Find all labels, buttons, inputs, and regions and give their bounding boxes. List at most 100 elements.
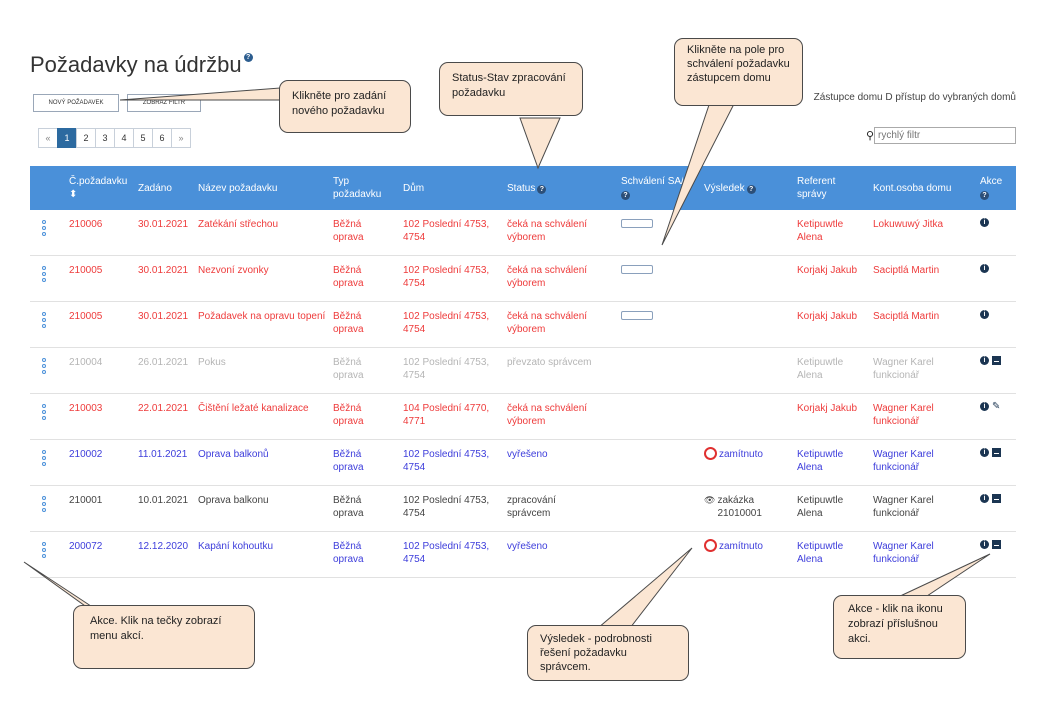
info-icon[interactable]: i (980, 356, 989, 365)
row-menu-dots-icon[interactable] (42, 358, 47, 376)
row-actions: i (980, 218, 989, 227)
row-actions: i (980, 310, 989, 319)
help-icon[interactable]: ? (243, 52, 253, 62)
info-icon[interactable]: i (980, 264, 989, 273)
cell-name[interactable]: Zatékání střechou (198, 219, 279, 230)
cell-name[interactable]: Čištění ležaté kanalizace (198, 403, 309, 414)
col-manager-label: Referent správy (797, 176, 836, 200)
cell-type: Běžná oprava (333, 219, 364, 243)
cell-id[interactable]: 200072 (69, 541, 103, 552)
col-name: Název požadavku (198, 166, 278, 210)
info-icon[interactable]: i (980, 448, 989, 457)
row-menu-dots-icon[interactable] (42, 266, 47, 284)
cell-name[interactable]: Nezvoní zvonky (198, 265, 269, 276)
cell-name[interactable]: Oprava balkonu (198, 495, 269, 506)
row-actions: i (980, 264, 989, 273)
cell-id[interactable]: 210001 (69, 495, 103, 506)
help-icon[interactable]: ? (537, 184, 547, 194)
col-date: Zadáno (138, 166, 172, 210)
cell-status: převzato správcem (507, 357, 592, 368)
access-info: Zástupce domu D přístup do vybraných dom… (813, 92, 1016, 103)
col-id[interactable]: Č.požadavku⬍ (69, 166, 127, 210)
document-icon[interactable] (992, 356, 1001, 365)
callout-actions-menu: Akce. Klik na tečky zobrazí menu akcí. (73, 605, 255, 669)
cell-type: Běžná oprava (333, 265, 364, 289)
row-menu-dots-icon[interactable] (42, 404, 47, 422)
cell-status: čeká na schválení výborem (507, 265, 588, 289)
cell-date: 30.01.2021 (138, 219, 189, 230)
callout-pointer (119, 87, 283, 101)
row-actions: i (980, 540, 1001, 549)
callout-pointer (661, 101, 736, 246)
cell-status: čeká na schválení výborem (507, 311, 588, 335)
cell-id[interactable]: 210004 (69, 357, 103, 368)
col-actions-label: Akce (980, 176, 1003, 187)
pagination-next[interactable]: » (171, 128, 191, 148)
callout-approval: Klikněte na pole pro schválení požadavku… (674, 38, 803, 106)
sort-icon[interactable]: ⬍ (69, 189, 78, 200)
result-text: zamítnuto (719, 449, 763, 460)
cell-date: 22.01.2021 (138, 403, 189, 414)
row-menu-dots-icon[interactable] (42, 450, 47, 468)
info-icon[interactable]: i (980, 494, 989, 503)
info-icon[interactable]: i (980, 218, 989, 227)
row-menu-dots-icon[interactable] (42, 220, 47, 238)
table-row[interactable]: 210005 30.01.2021 Požadavek na opravu tope… (30, 302, 1016, 348)
col-result: Výsledek? (704, 166, 756, 210)
callout-new-request: Klikněte pro zadání nového požadavku (279, 80, 411, 133)
cell-name[interactable]: Oprava balkonů (198, 449, 269, 460)
cell-id[interactable]: 210005 (69, 311, 103, 322)
info-icon[interactable]: i (980, 540, 989, 549)
cell-type: Běžná oprava (333, 357, 364, 381)
info-icon[interactable]: i (980, 310, 989, 319)
cell-result[interactable]: zamítnuto (704, 447, 774, 461)
cell-id[interactable]: 210003 (69, 403, 103, 414)
table-header: Č.požadavku⬍ Zadáno Název požadavku Typ … (30, 166, 1016, 210)
row-actions: i (980, 448, 1001, 457)
help-icon[interactable]: ? (980, 191, 989, 200)
cell-date: 30.01.2021 (138, 311, 189, 322)
cell-manager: Ketipuwtle Alena (797, 449, 844, 473)
cell-status: vyřešeno (507, 541, 548, 552)
approval-field[interactable] (621, 311, 653, 320)
quick-filter-input[interactable] (874, 127, 1016, 144)
document-icon[interactable] (992, 494, 1001, 503)
cell-name[interactable]: Kapání kohoutku (198, 541, 274, 552)
new-request-button[interactable]: NOVÝ POŽADAVEK (33, 94, 119, 112)
help-icon[interactable]: ? (746, 184, 756, 194)
row-menu-dots-icon[interactable] (42, 542, 47, 560)
callout-pointer (519, 117, 561, 170)
info-icon[interactable]: i (980, 402, 989, 411)
col-type: Typ požadavku (333, 166, 383, 210)
table-row[interactable]: 210003 22.01.2021 Čištění ležaté kanalizac… (30, 394, 1016, 440)
cell-result[interactable]: 👁zakázka 21010001 (704, 494, 774, 520)
cell-date: 10.01.2021 (138, 495, 189, 506)
cell-status: zpracování správcem (507, 495, 556, 519)
cell-result[interactable]: zamítnuto (704, 539, 774, 553)
col-status: Status? (507, 166, 547, 210)
cell-id[interactable]: 210002 (69, 449, 103, 460)
document-icon[interactable] (992, 448, 1001, 457)
help-icon[interactable]: ? (621, 191, 630, 200)
approval-field[interactable] (621, 265, 653, 274)
approval-field[interactable] (621, 219, 653, 228)
table-row[interactable]: 210006 30.01.2021 Zatékání střechou Běžná o… (30, 210, 1016, 256)
cell-house: 102 Poslední 4753, 4754 (403, 357, 490, 381)
row-menu-dots-icon[interactable] (42, 312, 47, 330)
edit-icon[interactable]: ✎ (992, 401, 1001, 412)
row-actions: i✎ (980, 401, 1001, 412)
document-icon[interactable] (992, 540, 1001, 549)
cell-name[interactable]: Požadavek na opravu topení (198, 311, 326, 322)
cell-id[interactable]: 210005 (69, 265, 103, 276)
cell-id[interactable]: 210006 (69, 219, 103, 230)
cell-name[interactable]: Pokus (198, 357, 226, 368)
col-contact-label: Kont.osoba domu (873, 182, 952, 194)
row-menu-dots-icon[interactable] (42, 496, 47, 514)
quick-filter: ⚲ (866, 127, 1016, 144)
